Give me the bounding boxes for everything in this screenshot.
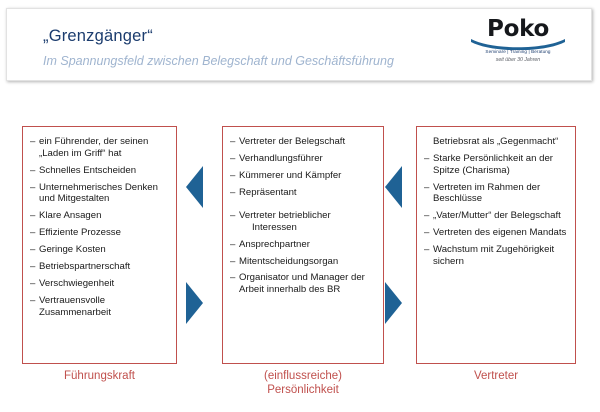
- bullet-text: Betriebspartnerschaft: [39, 261, 131, 273]
- bullet-text: Vertrauensvolle Zusammenarbeit: [39, 295, 111, 318]
- bullet-item: –Wachstum mit Zugehörigkeit sichern: [424, 244, 568, 267]
- bullet-item: –Mitentscheidungsorgan: [230, 256, 376, 268]
- column-2-caption-line-2: Persönlichkeit: [267, 384, 339, 396]
- bullet-text: Schnelles Entscheiden: [39, 164, 137, 176]
- arrow-left-icon-upper-2: [385, 166, 402, 208]
- arrow-right-icon-lower-1: [186, 282, 203, 324]
- bullet-item: –„Vater/Mutter“ der Belegschaft: [424, 210, 568, 222]
- bullet-dash-icon: –: [30, 210, 36, 222]
- column-1-box: –ein Führender, der seinen „Laden im Gri…: [22, 126, 177, 364]
- bullet-dash-icon: –: [424, 210, 430, 222]
- bullet-dash-icon: –: [230, 186, 236, 198]
- column-1-caption: Führungskraft: [64, 370, 135, 382]
- bullet-item: –Ansprechpartner: [230, 239, 376, 251]
- column-2-bullet-list: –Vertreter der Belegschaft–Verhandlungsf…: [230, 136, 376, 296]
- bullet-text: Organisator und Manager der Arbeit inner…: [239, 272, 365, 296]
- column-2-box: –Vertreter der Belegschaft–Verhandlungsf…: [222, 126, 384, 364]
- bullet-item: –Organisator und Manager der Arbeit inne…: [230, 272, 376, 295]
- header-band: „Grenzgänger“ Im Spannungsfeld zwischen …: [6, 8, 592, 81]
- column-3-bullet-list: Betriebsrat als „Gegenmacht“–Starke Pers…: [424, 136, 568, 267]
- bullet-dash-icon: –: [30, 181, 36, 193]
- bullet-item: –Vertrauensvolle Zusammenarbeit: [30, 295, 169, 318]
- bullet-text: ein Führender, der seinen „Laden im Grif…: [39, 136, 149, 159]
- bullet-continuation: Interessen: [230, 222, 376, 234]
- arrow-left-icon-upper-1: [186, 166, 203, 208]
- bullet-dash-icon: –: [30, 164, 36, 176]
- page-title: „Grenzgänger“: [43, 27, 153, 45]
- bullet-dash-icon: –: [30, 244, 36, 256]
- bullet-text: Starke Persönlichkeit an der Spitze (Cha…: [433, 152, 553, 176]
- bullet-item: –Klare Ansagen: [30, 210, 169, 222]
- bullet-text: Wachstum mit Zugehörigkeit sichern: [433, 244, 555, 267]
- bullet-dash-icon: –: [230, 238, 236, 250]
- bullet-item: –Verschwiegenheit: [30, 278, 169, 290]
- bullet-text: Vertreter der Belegschaft: [239, 136, 346, 147]
- logo-wordmark: Poko: [487, 16, 549, 42]
- bullet-dash-icon: –: [230, 152, 236, 164]
- column-vertreter: Betriebsrat als „Gegenmacht“–Starke Pers…: [416, 126, 576, 364]
- bullet-text: Kümmerer und Kämpfer: [239, 169, 342, 181]
- bullet-item: –Repräsentant: [230, 187, 376, 199]
- bullet-item: –Schnelles Entscheiden: [30, 165, 169, 177]
- bullet-dash-icon: –: [424, 227, 430, 239]
- bullet-item: –Vertreter der Belegschaft: [230, 136, 376, 148]
- bullet-text: Vertreten des eigenen Mandats: [433, 227, 567, 239]
- bullet-text: Repräsentant: [239, 186, 297, 198]
- logo-tagline: Seminare | Training | Beratung: [485, 49, 551, 54]
- bullet-dash-icon: –: [30, 136, 36, 147]
- bullet-dash-icon: –: [230, 272, 236, 284]
- bullet-item: –Betriebspartnerschaft: [30, 261, 169, 273]
- bullet-text: Mitentscheidungsorgan: [239, 255, 339, 267]
- poko-logo: Poko Seminare | Training | Beratung seit…: [459, 17, 577, 79]
- bullet-item: –Vertreten im Rahmen der Beschlüsse: [424, 182, 568, 205]
- bullet-dash-icon: –: [30, 278, 36, 290]
- bullet-dash-icon: –: [424, 152, 430, 164]
- bullet-text: Interessen: [252, 221, 297, 233]
- bullet-dash-icon: –: [230, 209, 236, 221]
- bullet-text: Geringe Kosten: [39, 244, 106, 256]
- bullet-item: –Unternehmerisches Denken und Mitgestalt…: [30, 182, 169, 205]
- bullet-text: Effiziente Prozesse: [39, 227, 121, 239]
- bullet-text: Ansprechpartner: [239, 238, 310, 250]
- bullet-item: –Verhandlungsführer: [230, 153, 376, 165]
- column-fuehrungskraft: –ein Führender, der seinen „Laden im Gri…: [22, 126, 177, 364]
- column-persoenlichkeit: –Vertreter der Belegschaft–Verhandlungsf…: [222, 126, 384, 364]
- bullet-item: –Kümmerer und Kämpfer: [230, 170, 376, 182]
- bullet-text: Verhandlungsführer: [239, 152, 323, 164]
- bullet-dash-icon: –: [230, 169, 236, 181]
- bullet-dash-icon: –: [424, 244, 430, 256]
- bullet-item: –Geringe Kosten: [30, 244, 169, 256]
- bullet-text: Betriebsrat als „Gegenmacht“: [433, 136, 559, 147]
- bullet-text: Klare Ansagen: [39, 210, 102, 222]
- bullet-text: Vertreten im Rahmen der Beschlüsse: [433, 181, 541, 205]
- column-3-caption: Vertreter: [473, 370, 519, 382]
- bullet-dash-icon: –: [424, 181, 430, 193]
- column-1-bullet-list: –ein Führender, der seinen „Laden im Gri…: [30, 136, 169, 318]
- bullet-item: –Vertreten des eigenen Mandats: [424, 227, 568, 239]
- bullet-dash-icon: –: [30, 227, 36, 239]
- bullet-text: „Vater/Mutter“ der Belegschaft: [433, 210, 561, 222]
- bullet-dash-icon: –: [230, 136, 236, 147]
- bullet-text: Verschwiegenheit: [39, 278, 115, 290]
- bullet-item: –Effiziente Prozesse: [30, 227, 169, 239]
- column-2-caption: (einflussreiche) Persönlichkeit: [222, 369, 384, 397]
- bullet-text: Unternehmerisches Denken und Mitgestalte…: [39, 181, 158, 205]
- bullet-dash-icon: –: [30, 295, 36, 307]
- column-3-box: Betriebsrat als „Gegenmacht“–Starke Pers…: [416, 126, 576, 364]
- arrow-right-icon-lower-2: [385, 282, 402, 324]
- column-2-caption-line-1: (einflussreiche): [264, 370, 342, 382]
- bullet-item: –Vertreter betrieblicher: [230, 210, 376, 222]
- bullet-dash-icon: –: [30, 261, 36, 273]
- bullet-heading: Betriebsrat als „Gegenmacht“: [424, 136, 568, 148]
- logo-swoosh-icon: [459, 37, 577, 51]
- logo-years-text: seit über 30 Jahren: [495, 56, 541, 63]
- bullet-dash-icon: –: [230, 255, 236, 267]
- bullet-text: Vertreter betrieblicher: [239, 209, 331, 221]
- bullet-item: –ein Führender, der seinen „Laden im Gri…: [30, 136, 169, 159]
- page-subtitle: Im Spannungsfeld zwischen Belegschaft un…: [43, 54, 394, 68]
- bullet-item: –Starke Persönlichkeit an der Spitze (Ch…: [424, 153, 568, 176]
